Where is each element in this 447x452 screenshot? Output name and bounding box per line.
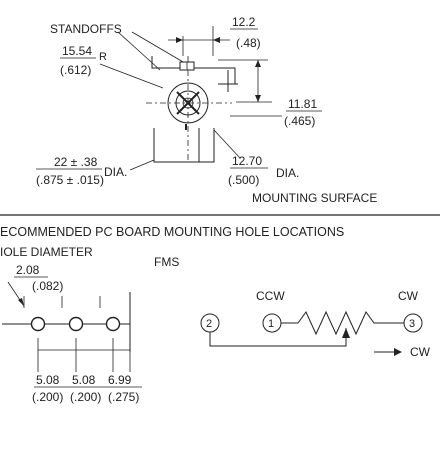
hole-diameter-arrow (18, 298, 24, 306)
mount-hole-3 (105, 316, 121, 332)
shaft-outer-circle (167, 82, 209, 124)
dim-body-dia-in: (.875 ± .015) (36, 173, 104, 187)
dim-width-arrow-right (213, 37, 220, 43)
dim-body-dia-leader (129, 159, 155, 171)
dim-shaft-dia-in: (.500) (228, 173, 259, 187)
cw-label: CW (398, 289, 419, 303)
hole-diameter-in: (.082) (32, 279, 63, 293)
dim-body-dia-suffix: DIA. (104, 165, 127, 179)
standoffs-leader-line-2 (131, 31, 191, 67)
dim-radius-leader (99, 63, 164, 89)
terminal-3-label: 3 (409, 318, 415, 330)
hole-diameter-mm: 2.08 (16, 263, 40, 277)
cw-arrow-label: CW (410, 345, 431, 359)
dim-shaft-dia-mm: 12.70 (232, 154, 262, 168)
dim-shaft-dia-suffix: DIA. (276, 166, 299, 180)
pc-board-section: ECOMMENDED PC BOARD MOUNTING HOLE LOCATI… (0, 225, 344, 404)
standoffs-label: STANDOFFS (50, 22, 122, 36)
spacing-3-in: (.275) (108, 390, 139, 404)
fms-label: FMS (154, 255, 179, 269)
body-lower-outline (153, 128, 215, 163)
spacing-1-in: (.200) (32, 390, 63, 404)
dim-height-mm: 11.81 (288, 97, 317, 111)
ccw-label: CCW (256, 289, 285, 303)
dim-radius-mm: 15.54 (62, 44, 92, 58)
spacing-1-mm: 5.08 (36, 373, 60, 387)
dim-height-arrow-top (255, 60, 261, 67)
mount-hole-1 (30, 316, 46, 332)
dim-height-in: (.465) (284, 114, 315, 128)
dim-radius-in: (.612) (60, 63, 91, 77)
terminal-3-circle (403, 313, 423, 333)
terminal-profile (218, 70, 238, 92)
top-view: STANDOFFS 12.2 (.48) 15.54 R (.612) 11.8… (36, 15, 377, 205)
shaft-slot-marks (176, 91, 200, 115)
dim-width-arrow-left (176, 37, 183, 43)
wiper-arrow (342, 328, 350, 338)
mounting-surface-label: MOUNTING SURFACE (252, 191, 377, 205)
hole-diameter-label: IOLE DIAMETER (0, 245, 93, 259)
dim-width-in: (.48) (236, 36, 261, 50)
dim-shaft-leader (213, 129, 241, 159)
pc-board-header: ECOMMENDED PC BOARD MOUNTING HOLE LOCATI… (0, 225, 344, 239)
dim-body-dia-mm: 22 ± .38 (54, 155, 98, 169)
mount-hole-2 (68, 316, 84, 332)
cw-arrow-head (394, 348, 402, 356)
terminal-2-label: 2 (206, 318, 212, 330)
schematic-symbol: CCW CW 2 1 3 CW (200, 289, 431, 359)
wiper-lead (209, 328, 347, 347)
shaft-inner-circle (175, 90, 201, 116)
spacing-2-in: (.200) (70, 390, 101, 404)
shaft-center-circle (182, 97, 194, 109)
dim-radius-suffix: R (99, 51, 107, 63)
spacing-3-mm: 6.99 (108, 373, 132, 387)
resistor-zigzag (281, 310, 404, 336)
spacing-2-mm: 5.08 (72, 373, 96, 387)
dim-width-mm: 12.2 (232, 15, 256, 29)
standoffs-leader-line (117, 31, 161, 71)
terminal-1-label: 1 (268, 318, 274, 330)
dim-height-arrow-bottom (255, 95, 261, 102)
